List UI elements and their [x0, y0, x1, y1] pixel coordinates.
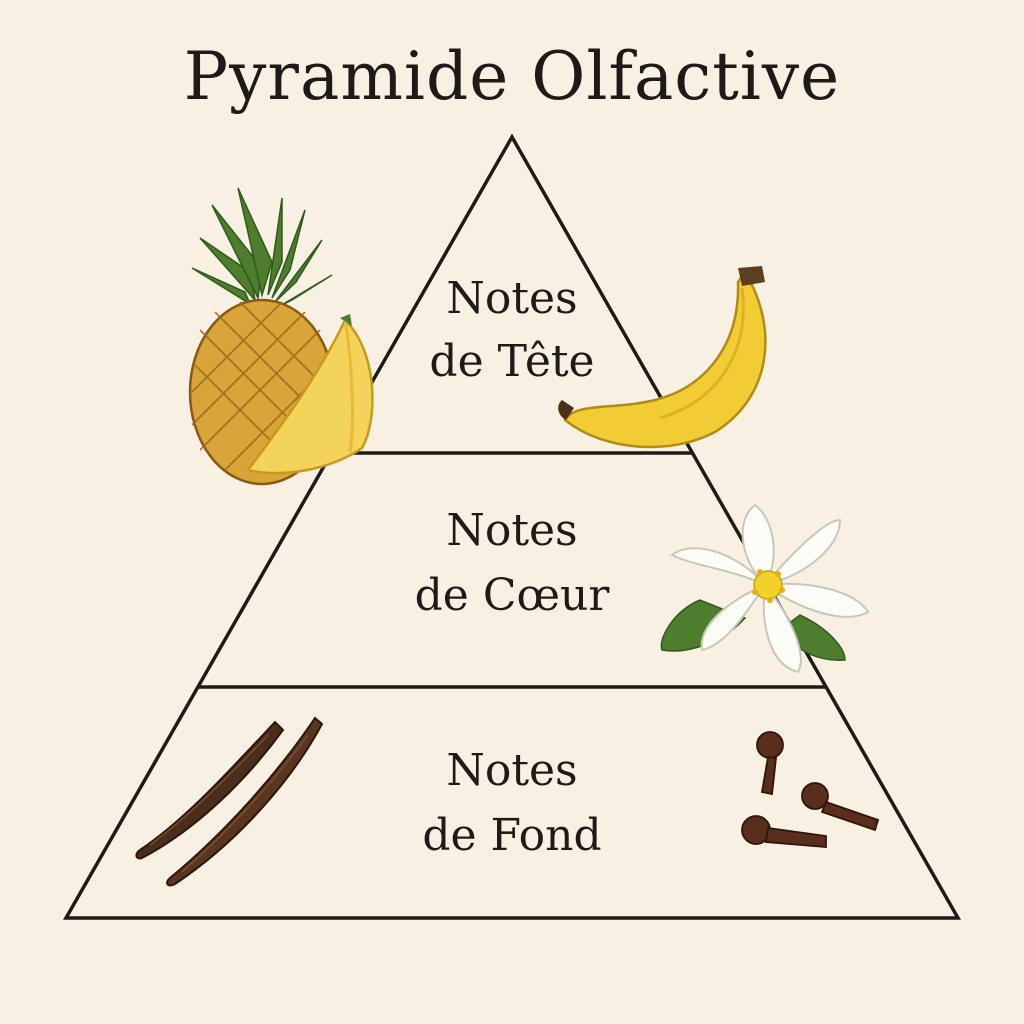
tier-bottom-line2: de Fond — [422, 810, 601, 861]
tier-bottom-line1: Notes — [446, 745, 577, 796]
tier-bottom: Notes de Fond — [422, 745, 601, 861]
tier-middle-line1: Notes — [446, 505, 577, 556]
vanilla-pods-icon — [135, 716, 324, 887]
orange-blossom-icon — [660, 503, 870, 674]
cloves-icon — [741, 731, 880, 848]
tier-top: Notes de Tête — [429, 273, 594, 387]
page-title: Pyramide Olfactive — [183, 38, 841, 115]
tier-top-line2: de Tête — [429, 336, 594, 387]
tier-middle: Notes de Cœur — [415, 505, 611, 621]
tier-top-line1: Notes — [446, 273, 577, 324]
pineapple-icon — [188, 187, 374, 486]
pyramid-outline — [62, 133, 962, 920]
tier-middle-line2: de Cœur — [415, 570, 611, 621]
banana-icon — [558, 266, 767, 449]
